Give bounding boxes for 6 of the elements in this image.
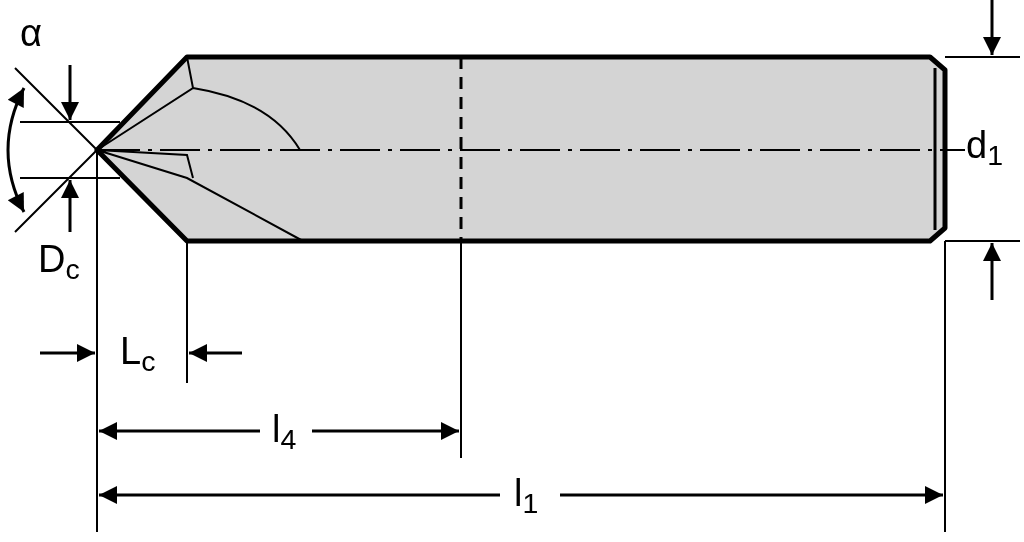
dimension-label: L$_{c}$: [120, 332, 156, 370]
dimension-label: d$_{1}$: [966, 126, 1003, 164]
dimension-label: D$_{c}$: [38, 240, 80, 278]
dimension-label: l$_{1}$: [514, 474, 539, 512]
dimension-label: α: [20, 14, 42, 52]
dimension-label: l$_{4}$: [272, 410, 297, 448]
